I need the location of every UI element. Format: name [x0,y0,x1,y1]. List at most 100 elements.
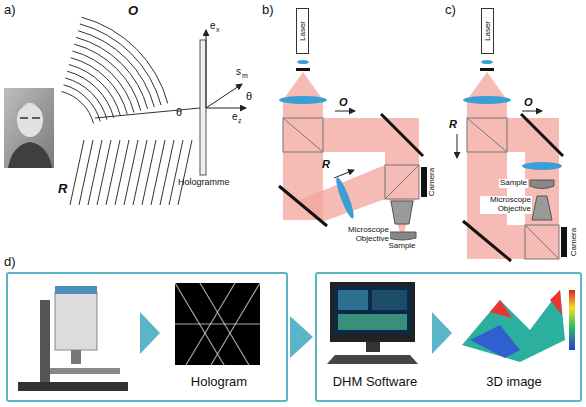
beam-label: R [449,118,457,130]
wavefront [70,140,84,205]
beam [323,118,385,152]
color-bar [569,290,575,350]
part-label: Microscope Objective [480,196,532,214]
angle-symbol: θ [246,90,252,102]
wavefront [78,31,154,107]
axis-arrow [206,30,207,108]
hologram-image [175,283,260,365]
surface-3d [462,290,575,362]
wavefront [71,58,128,115]
object-wavefronts [62,17,168,123]
wavefront [88,140,102,205]
surface-peak [490,300,512,318]
surface-valley [470,325,520,358]
mirror [521,114,563,156]
laser-label: Laser [483,21,492,41]
wavefront [76,37,148,109]
wavefront [73,51,135,113]
wavefront [115,140,129,205]
lens [481,60,493,64]
step-chevron [140,312,160,354]
hologram-plate [200,40,206,175]
lens [279,96,327,104]
panel-letter: a) [4,3,16,17]
beam-splitter [467,118,507,152]
surface [462,290,565,362]
mirror [279,186,327,226]
wavefront [74,44,141,111]
beam [389,199,415,232]
instrument-cap [55,286,97,294]
pinhole [480,68,494,71]
panel-caption: DHM Software [333,375,418,389]
axis-arrow [206,108,246,109]
laser-box: Laser [296,8,309,54]
part-label: Microscope Objective [338,226,390,244]
portrait-photo [4,88,54,168]
mirror [463,221,511,261]
hologram-fringes [175,283,260,365]
vector-symbol: e [232,111,238,122]
mirror [381,114,423,156]
beam-arrow [335,111,355,112]
fringe [200,283,249,365]
panel-box: Hologram [6,272,288,402]
beam [283,72,323,100]
wavefront [160,140,174,205]
instrument-objective [71,350,81,364]
flow-connector [290,316,313,358]
screen-panel [372,290,407,310]
setup-c [457,60,567,261]
photo-body [8,142,52,168]
panel-caption: 3D image [486,375,542,389]
panel-letter: d) [4,255,16,269]
vector-subscript: z [238,117,242,125]
wavefront [169,140,183,205]
fringe [175,323,260,324]
setup-b [279,60,427,240]
wave-label: O [128,4,138,18]
wavefront [80,24,161,105]
lens [522,162,562,170]
beam-splitter [385,165,419,199]
panel-box: DHM Software 3D image [315,272,582,402]
panel-letter: c) [445,3,456,17]
surface-peak [550,290,562,315]
laser-box: Laser [481,8,494,54]
plate-label: Hologramme [178,178,230,188]
wavefront [142,140,156,205]
step-chevron [290,316,313,358]
part-label: Camera [428,168,437,196]
wavefront [82,17,168,103]
wavefront [65,78,107,120]
hologram-ground [175,283,260,365]
beam-label: O [524,96,533,108]
instrument-base [18,382,128,391]
camera [561,227,567,257]
beam-arrow [334,170,354,178]
panel-letter: b) [262,3,274,17]
instrument-pillar [40,300,50,382]
wavefront [151,140,165,205]
instrument-stage [50,368,120,374]
keyboard [327,355,418,364]
vector-subscript: x [216,26,220,34]
beam-splitter [283,118,323,152]
photo-face [17,103,43,137]
beam-splitter [467,118,507,152]
beam-label: R [322,158,330,170]
wavefront [178,140,192,205]
wavefront [97,140,111,205]
step-chevron [432,312,452,354]
screen [334,286,411,334]
photo-hair [17,104,43,112]
axes [206,30,246,108]
beam-splitter [385,165,419,199]
wavefront [106,140,120,205]
wavefront [64,85,101,122]
beam-splitter [283,118,323,152]
beam-arrow [457,134,458,158]
photo-glasses [20,117,40,119]
beam-splitter [525,225,559,259]
